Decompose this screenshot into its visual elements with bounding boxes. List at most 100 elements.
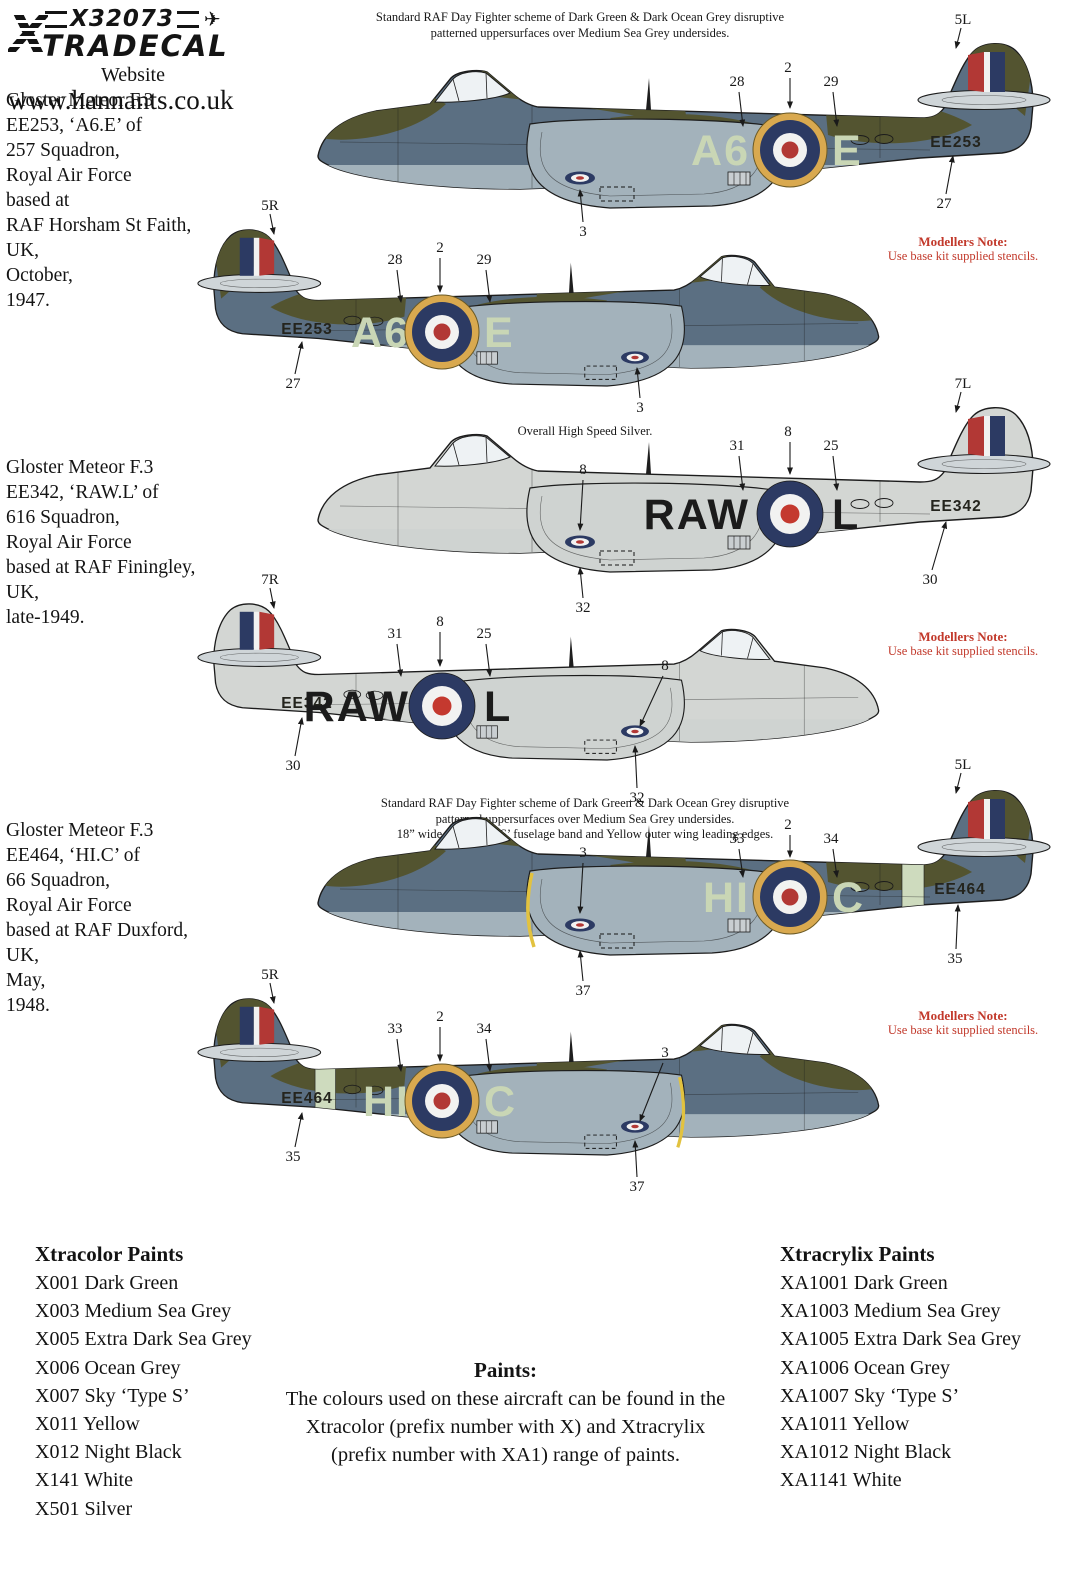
- callout-wing-8: 8: [577, 462, 587, 531]
- scheme2-caption: Overall High Speed Silver.: [517, 424, 653, 438]
- fuselage-code-aft: C: [832, 874, 865, 922]
- callout-tail-5L: 5L: [955, 757, 971, 794]
- svg-text:7L: 7L: [955, 376, 972, 392]
- svg-text:33: 33: [388, 1021, 403, 1037]
- callout-34: 34: [477, 1021, 493, 1072]
- scheme2-info: Gloster Meteor F.3 EE342, ‘RAW.L’ of 616…: [6, 457, 196, 628]
- svg-text:2: 2: [784, 60, 792, 76]
- scheme1-info: Gloster Meteor F.3 EE253, ‘A6.E’ of 257 …: [6, 90, 192, 311]
- callout-27: 27: [937, 155, 955, 212]
- fuselage-code-fwd: HI: [703, 874, 750, 922]
- callout-30: 30: [286, 717, 304, 774]
- serial-number: EE464: [281, 1090, 333, 1107]
- modellers-note: Modellers Note: Use base kit supplied st…: [887, 1008, 1039, 1037]
- callout-2: 2: [436, 1009, 444, 1062]
- serial-number: EE342: [930, 498, 982, 515]
- paint-item: X005 Extra Dark Sea Grey: [35, 1328, 252, 1351]
- svg-text:35: 35: [948, 951, 963, 967]
- scheme3-profile-port: EE464 HI C 33 2 34 5R 35 3 37: [170, 967, 930, 1195]
- scheme3-profile-starboard: HI C EE464 33 2 34 5L 35 3 37: [280, 757, 1080, 999]
- callout-30: 30: [923, 521, 948, 588]
- svg-text:3: 3: [579, 845, 587, 861]
- svg-text:25: 25: [824, 438, 839, 454]
- paint-item: X501 Silver: [35, 1497, 133, 1520]
- xtracrylix-title: Xtracrylix Paints: [780, 1242, 935, 1266]
- svg-text:29: 29: [477, 252, 492, 268]
- scheme3-info: Gloster Meteor F.3 EE464, ‘HI.C’ of 66 S…: [6, 820, 188, 1016]
- svg-text:31: 31: [388, 626, 403, 642]
- svg-text:30: 30: [286, 758, 301, 774]
- paint-item: XA1141 White: [780, 1469, 902, 1492]
- xtracolor-title: Xtracolor Paints: [35, 1242, 184, 1266]
- fuselage-code-fwd: A6: [691, 127, 750, 175]
- svg-text:8: 8: [436, 614, 444, 630]
- paint-item: XA1001 Dark Green: [780, 1272, 948, 1294]
- svg-text:8: 8: [579, 462, 587, 478]
- scheme2-profile-port: EE342 RAW L 31 8 25 7R 30 8 32: [170, 572, 930, 806]
- svg-text:33: 33: [730, 831, 745, 847]
- svg-text:2: 2: [784, 817, 792, 833]
- fuselage-code-fwd: A6: [351, 309, 410, 357]
- fuselage-code-fwd: RAW: [644, 491, 750, 539]
- svg-text:29: 29: [824, 74, 839, 90]
- callout-tail-5L: 5L: [955, 12, 971, 49]
- svg-text:7R: 7R: [261, 572, 279, 588]
- modellers-note: Modellers Note: Use base kit supplied st…: [887, 234, 1039, 263]
- scheme1-profile-starboard: A6 E EE253 28 2 29 5L 27 3: [280, 12, 1080, 253]
- logo-x-glyph: X: [8, 4, 49, 65]
- serial-number: EE253: [930, 134, 982, 151]
- website-label: Website: [101, 64, 165, 86]
- paint-item: XA1012 Night Black: [780, 1441, 952, 1464]
- svg-text:32: 32: [630, 790, 645, 806]
- callout-25: 25: [824, 438, 840, 491]
- website-url[interactable]: www.hannants.co.uk: [8, 85, 234, 115]
- svg-text:8: 8: [661, 658, 669, 674]
- callout-tail-7R: 7R: [261, 572, 279, 609]
- paint-item: XA1006 Ocean Grey: [780, 1356, 950, 1379]
- svg-text:37: 37: [576, 983, 592, 999]
- svg-text:5R: 5R: [261, 967, 279, 983]
- callout-32: 32: [576, 567, 591, 616]
- fuselage-code-aft: E: [484, 309, 515, 357]
- callout-31: 31: [388, 626, 404, 677]
- svg-text:3: 3: [579, 224, 587, 240]
- callout-29: 29: [824, 74, 840, 127]
- xtracrylix-paints-list: Xtracrylix Paints XA1001 Dark Green XA10…: [780, 1240, 1080, 1495]
- svg-text:2: 2: [436, 240, 444, 256]
- callout-28: 28: [388, 252, 404, 303]
- callout-3: 3: [577, 189, 587, 240]
- product-code-row: X32073 ✈: [42, 6, 229, 32]
- speed-lines-icon: [45, 10, 68, 28]
- callout-tail-5R: 5R: [261, 198, 279, 235]
- fuselage-code-fwd: RAW: [304, 683, 410, 731]
- callout-2: 2: [436, 240, 444, 293]
- callout-wing-3: 3: [639, 1045, 669, 1122]
- svg-text:37: 37: [630, 1179, 646, 1195]
- jet-icon: ✈: [203, 7, 222, 31]
- paint-item: XA1011 Yellow: [780, 1413, 910, 1436]
- callout-35: 35: [948, 904, 963, 967]
- callout-29: 29: [477, 252, 493, 303]
- paint-item: X007 Sky ‘Type S’: [35, 1384, 190, 1407]
- svg-text:34: 34: [477, 1021, 493, 1037]
- fuselage-code-aft: E: [832, 127, 863, 175]
- product-code: X32073: [70, 6, 174, 32]
- paints-note: Paints: The colours used on these aircra…: [258, 1356, 753, 1469]
- svg-text:28: 28: [730, 74, 745, 90]
- paints-note-title: Paints:: [474, 1358, 537, 1382]
- brand-logo: X X32073✈ TRADECAL Website www.hannants.…: [8, 6, 258, 116]
- paint-item: X001 Dark Green: [35, 1272, 179, 1294]
- svg-text:27: 27: [286, 376, 302, 392]
- svg-text:25: 25: [477, 626, 492, 642]
- svg-text:2: 2: [436, 1009, 444, 1025]
- callout-33: 33: [730, 831, 746, 878]
- callout-37: 37: [576, 950, 592, 999]
- svg-text:28: 28: [388, 252, 403, 268]
- callout-31: 31: [730, 438, 746, 491]
- callout-27: 27: [286, 341, 304, 392]
- paint-item: XA1007 Sky ‘Type S’: [780, 1384, 960, 1407]
- callout-8: 8: [436, 614, 444, 667]
- serial-number: EE253: [281, 321, 333, 338]
- scheme1-caption: Standard RAF Day Fighter scheme of Dark …: [375, 10, 785, 40]
